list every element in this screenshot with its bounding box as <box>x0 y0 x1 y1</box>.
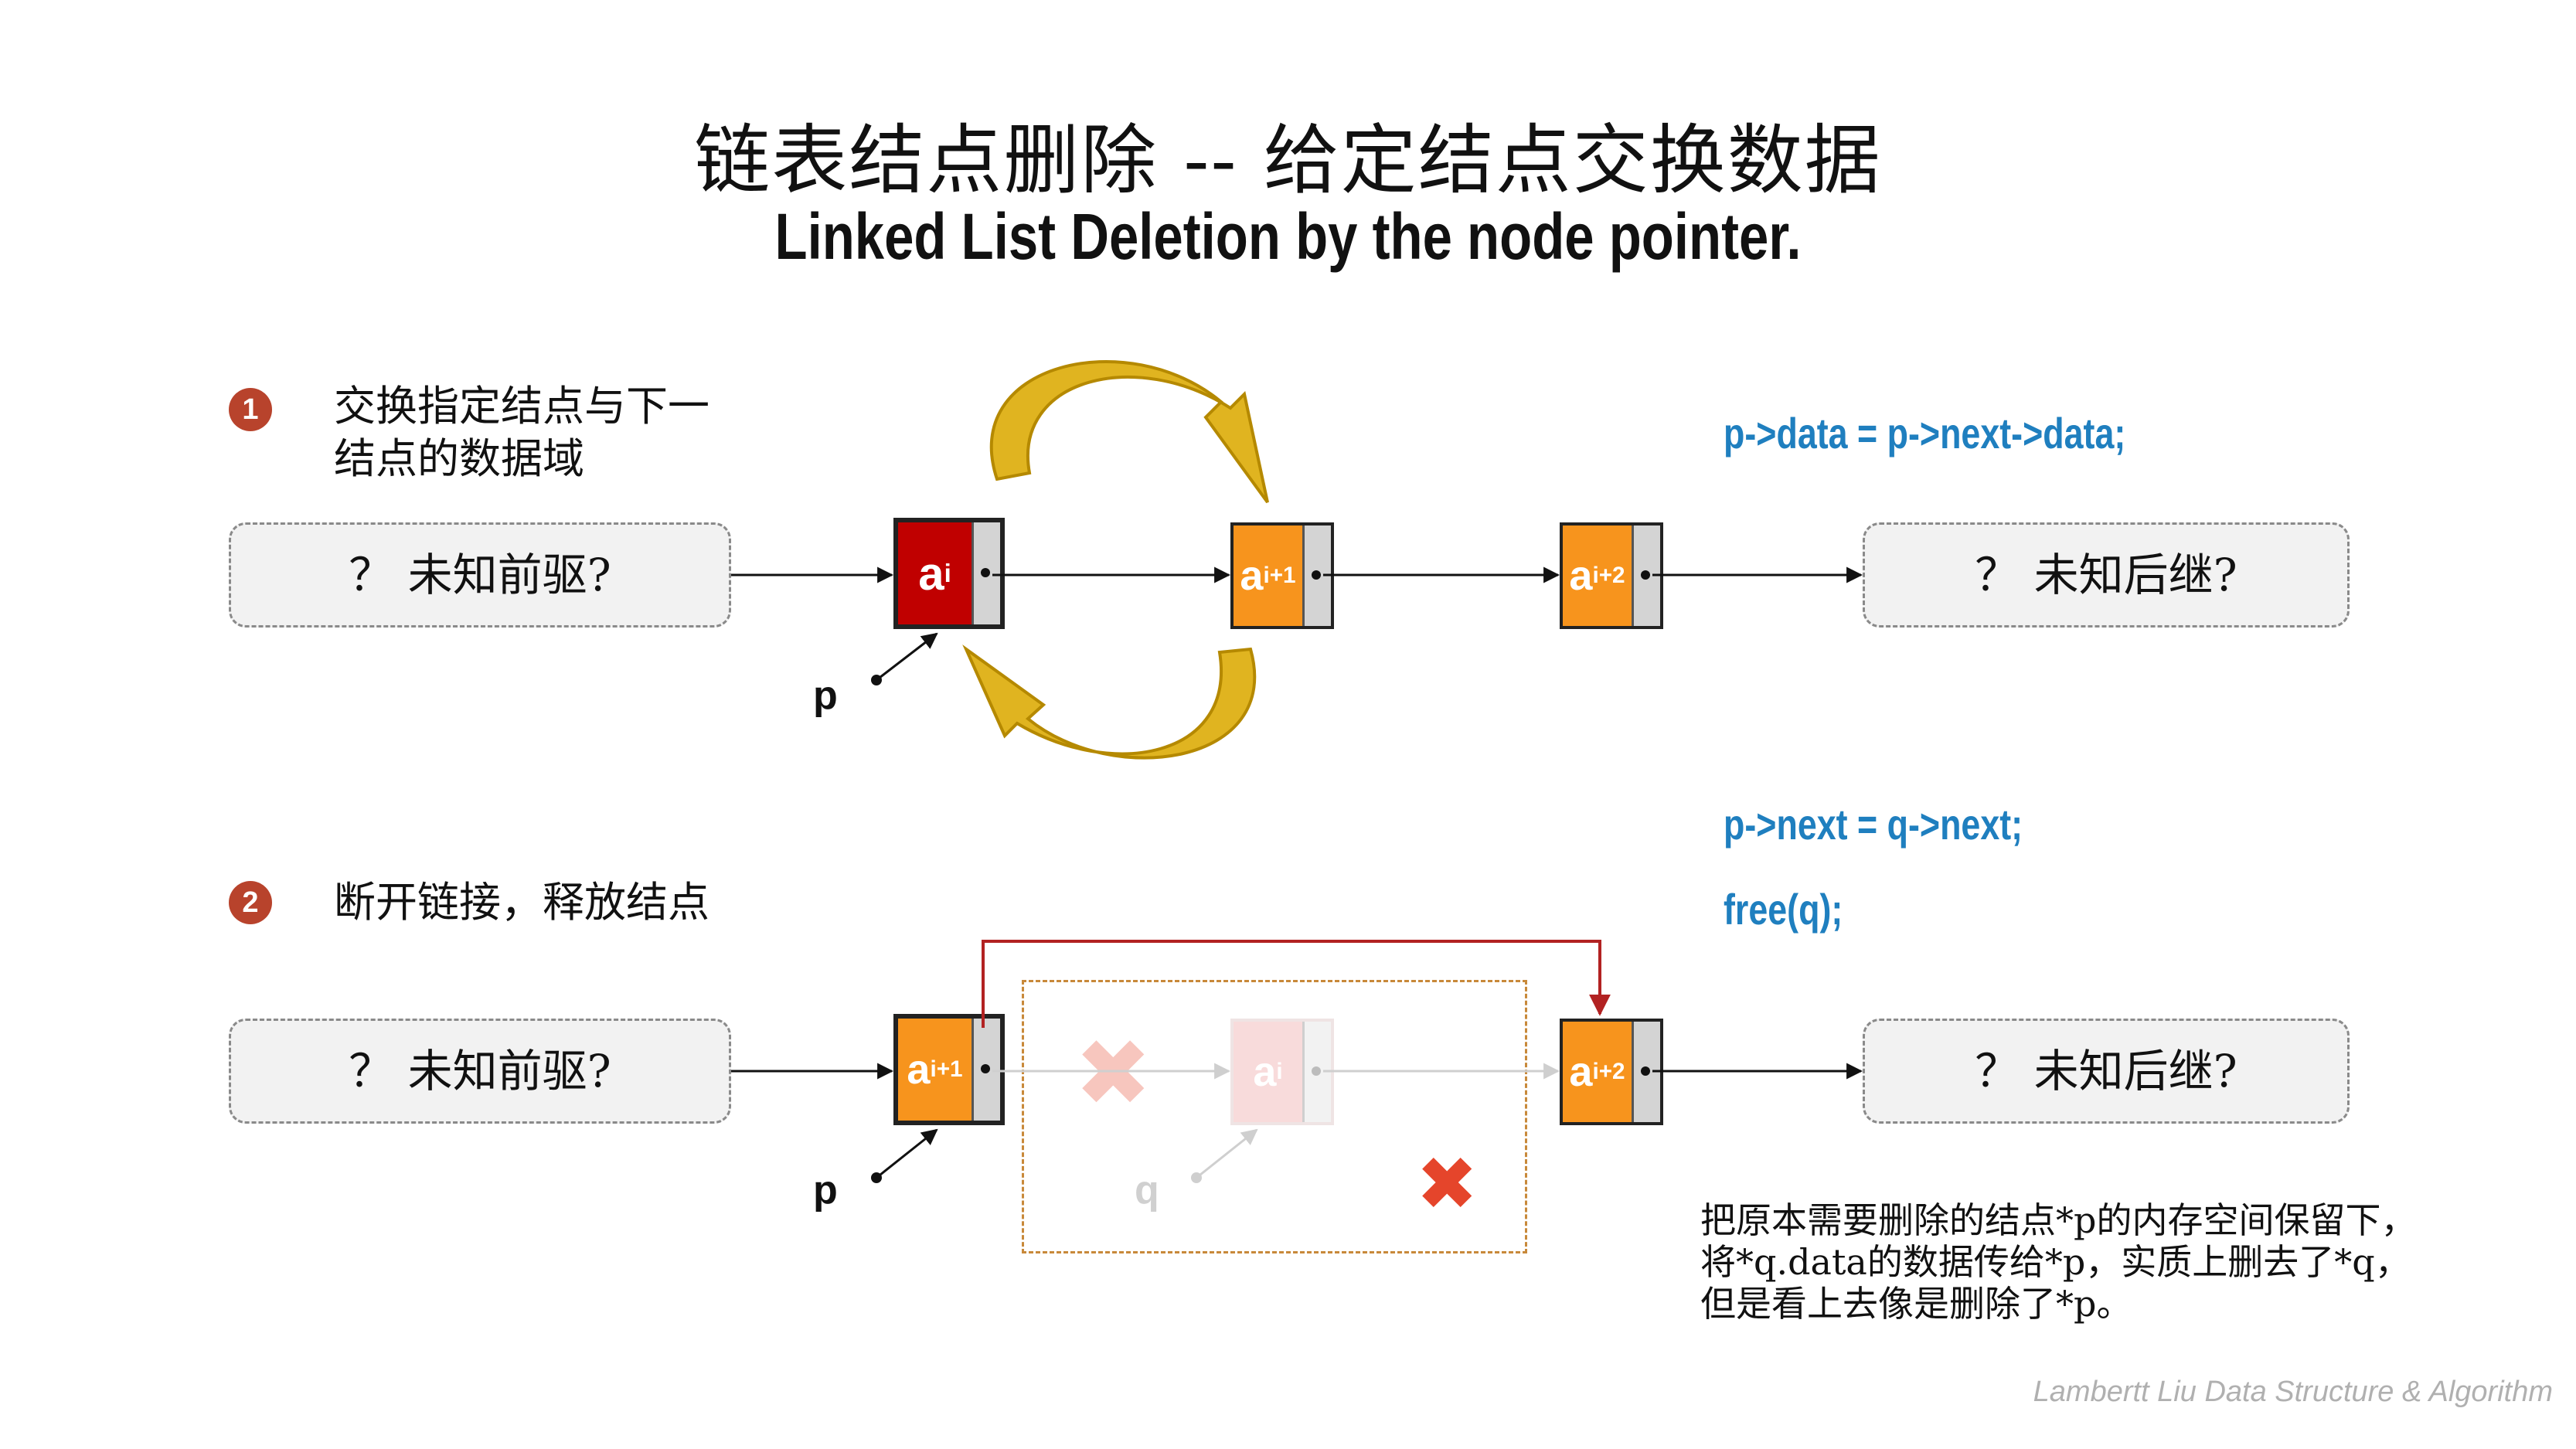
pointer-p-arrow <box>876 632 938 682</box>
step1-badge: 1 <box>229 388 272 431</box>
broken-link-x-icon: ✖ <box>1074 1020 1152 1128</box>
pointer2-p-arrow <box>876 1128 938 1179</box>
swap-arrow-bottom <box>962 645 1257 760</box>
step2-code-line1: p->next = q->next; <box>1724 800 2023 849</box>
step2-badge: 2 <box>229 881 272 924</box>
footer-credit: Lambertt Liu Data Structure & Algorithm <box>2033 1376 2553 1408</box>
free-node-x-icon: ✖ <box>1416 1141 1479 1227</box>
node-pointer-field <box>972 522 1000 624</box>
step2-text: 断开链接，释放结点 <box>334 878 710 927</box>
note-line2: 将*q.data的数据传给*p，实质上删去了*q， <box>1700 1241 2411 1283</box>
freed-node-box <box>1022 980 1527 1253</box>
step2-unknown-prev: ？ 未知前驱? <box>229 1019 731 1124</box>
step2-unknown-next: ？ 未知后继? <box>1863 1019 2350 1124</box>
step2-pointer-p-label: p <box>813 1168 838 1213</box>
explanation-note: 把原本需要删除的结点*p的内存空间保留下， 将*q.data的数据传给*p，实质… <box>1700 1199 2416 1325</box>
note-line3: 但是看上去像是删除了*p。 <box>1700 1283 2132 1325</box>
step1-text-line2: 结点的数据域 <box>334 434 584 483</box>
pointer2-p-dot <box>871 1172 882 1183</box>
title-chinese: 链表结点删除 -- 给定结点交换数据 <box>694 117 1882 205</box>
step1-unknown-prev: ？ 未知前驱? <box>229 522 731 628</box>
step1-text: 交换指定结点与下一 结点的数据域 <box>334 380 710 485</box>
step2-pointer-q-label: q <box>1135 1168 1159 1213</box>
pointer2-q-arrow <box>1196 1128 1258 1179</box>
note-line1: 把原本需要删除的结点*p的内存空间保留下， <box>1700 1199 2417 1241</box>
pointer-p-dot <box>871 675 882 685</box>
step1-text-line1: 交换指定结点与下一 <box>334 382 710 430</box>
title-english: Linked List Deletion by the node pointer… <box>774 200 1802 273</box>
node-pointer-field <box>972 1019 1000 1121</box>
node-pointer-field <box>1302 1022 1331 1122</box>
swap-arrow-top <box>989 360 1269 504</box>
step1-code: p->data = p->next->data; <box>1724 409 2126 457</box>
step1-pointer-p-label: p <box>813 673 838 718</box>
step2-code-line2: free(q); <box>1724 885 1843 934</box>
new-link-p-to-ai2 <box>982 940 1611 1028</box>
pointer2-q-dot <box>1191 1172 1202 1183</box>
step1-unknown-next: ？ 未知后继? <box>1863 522 2350 628</box>
